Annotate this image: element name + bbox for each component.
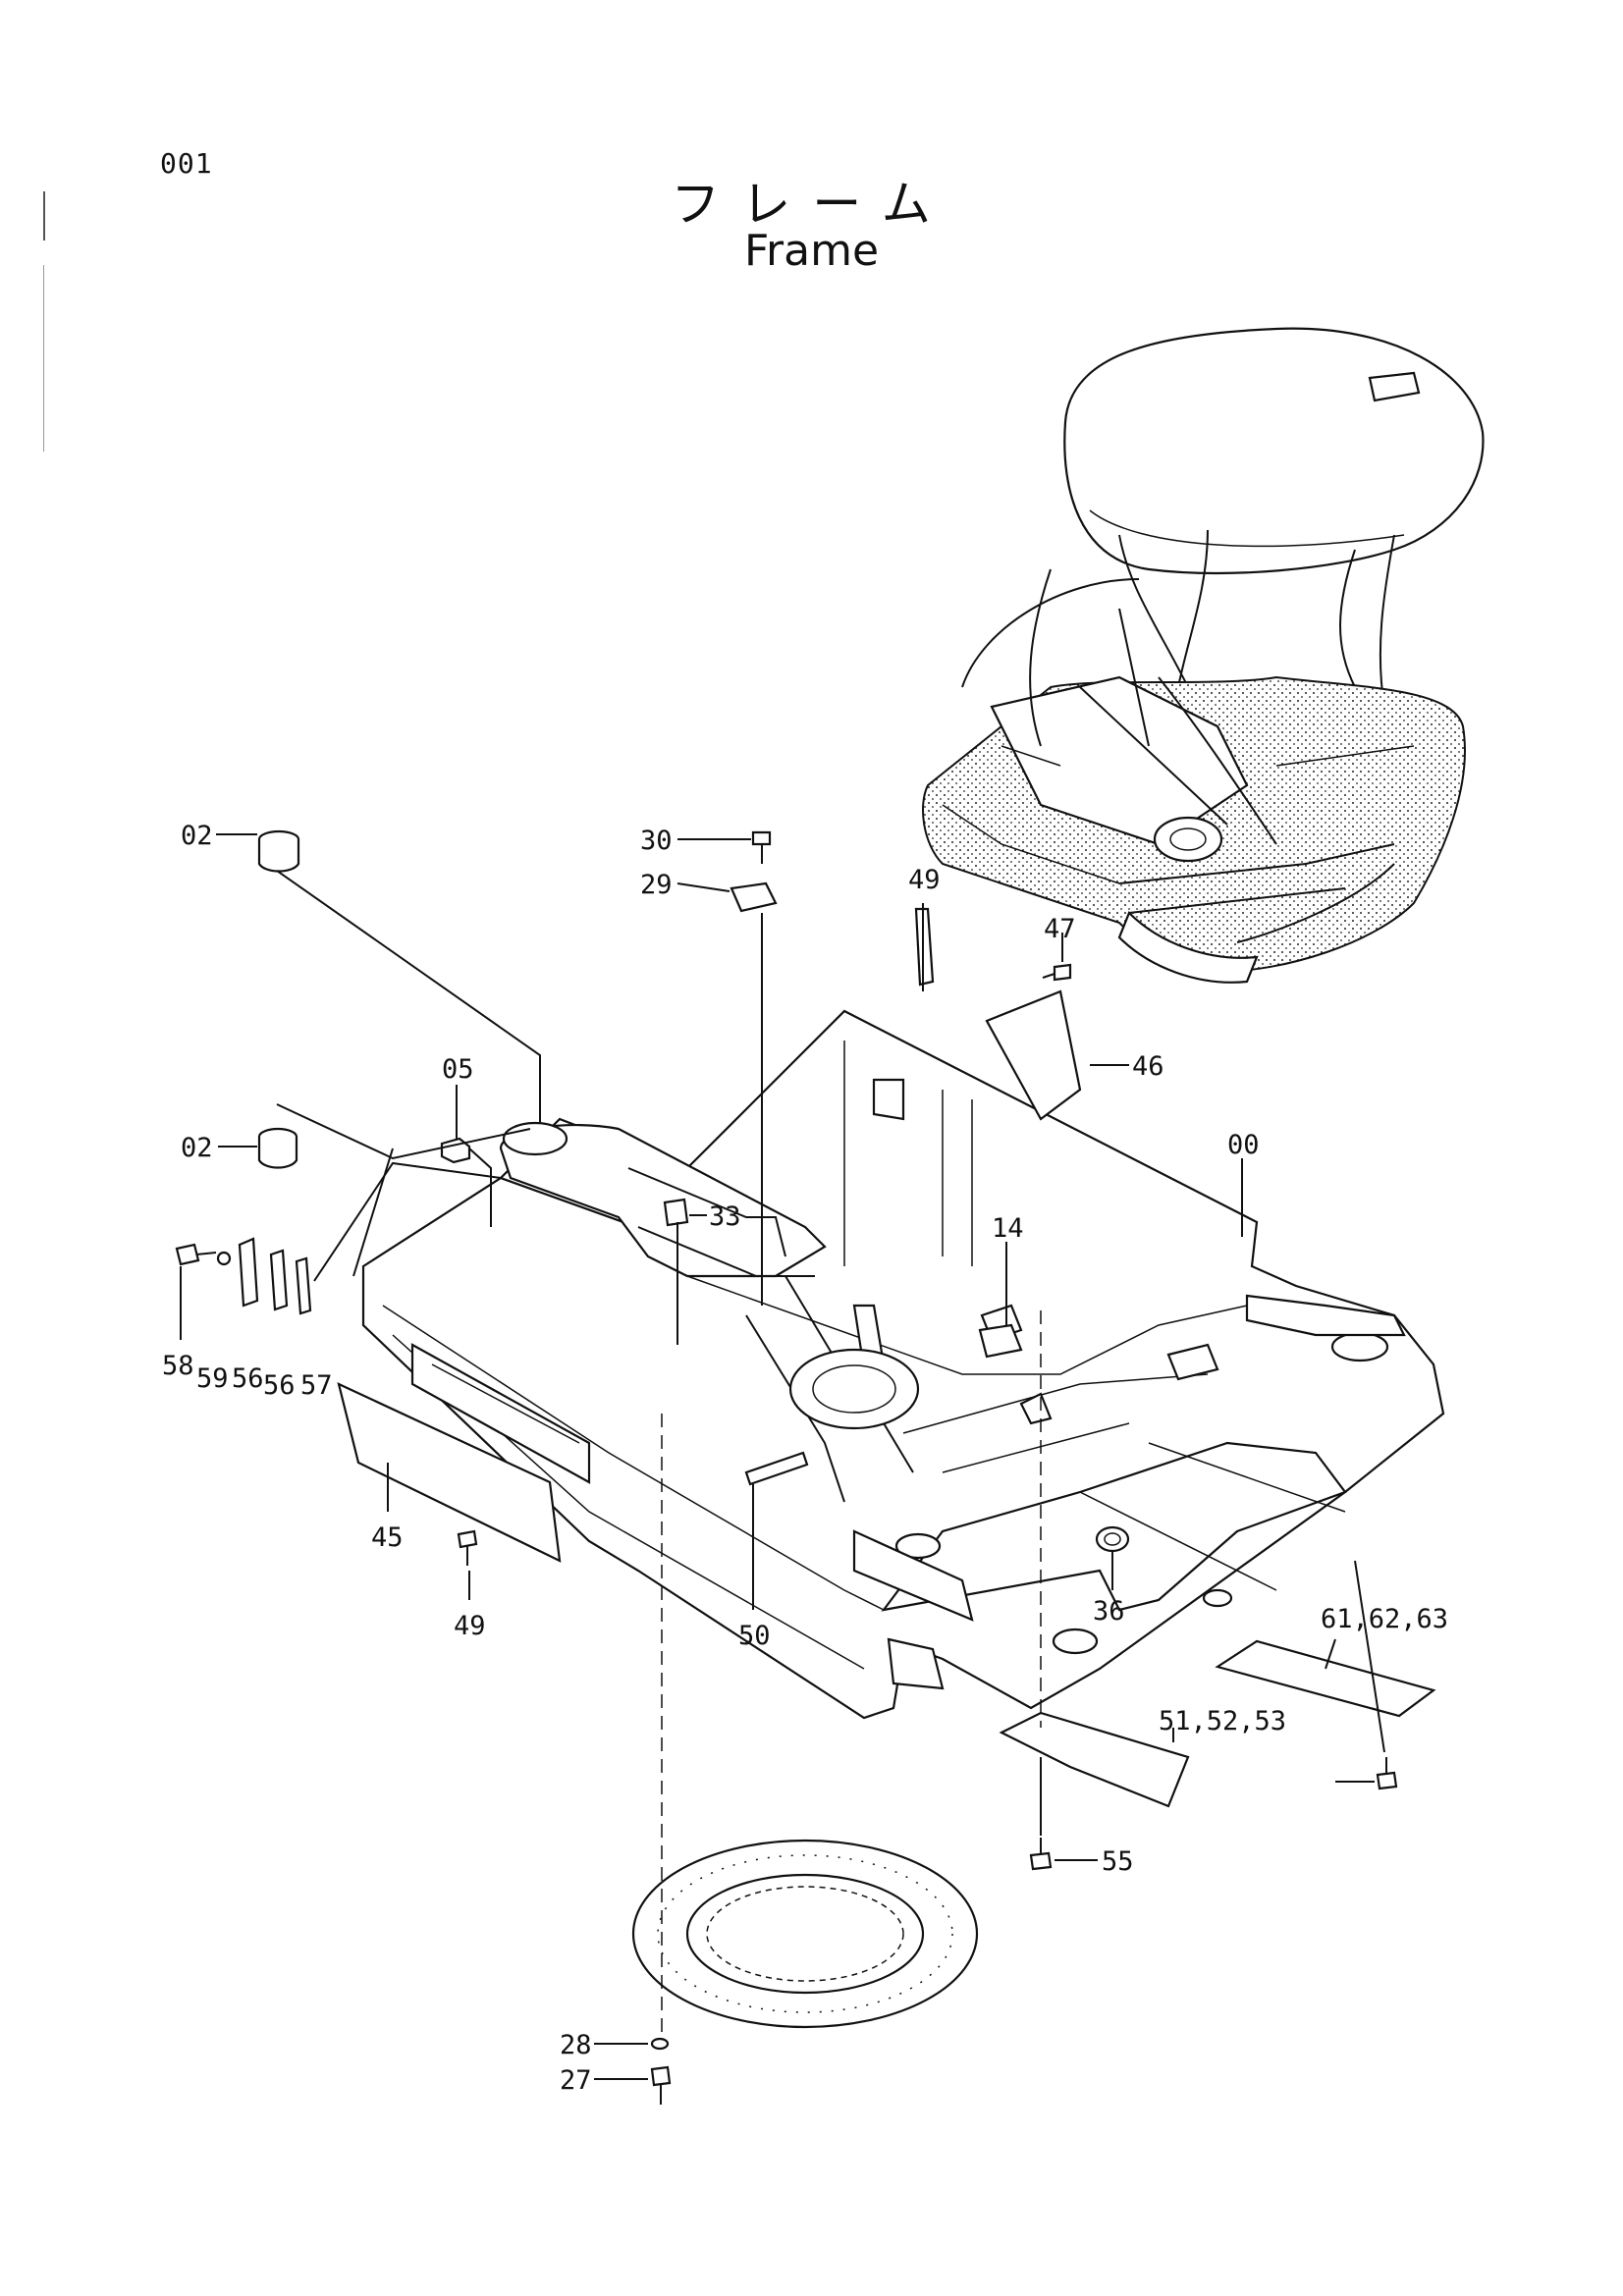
part-51-bolt (1029, 1838, 1053, 1871)
part-46-plate (985, 989, 1082, 1121)
part-50-plate (999, 1711, 1190, 1808)
part-02-bushing-upper (257, 829, 300, 873)
main-frame (361, 1009, 1445, 1720)
part-47-bolt-lower (457, 1529, 478, 1566)
part-49-strip-lower (744, 1451, 809, 1486)
part-57-bolt (175, 1243, 217, 1266)
page-title-japanese: フレーム (671, 176, 952, 233)
callout-50: 51,52,53 (1159, 1706, 1286, 1736)
callout-56-b: 57 (300, 1370, 333, 1401)
callout-33: 33 (709, 1201, 741, 1232)
part-49-strip-upper (914, 907, 935, 987)
callout-05: 05 (442, 1054, 474, 1085)
callout-58: 59 (196, 1363, 229, 1394)
part-30-bolt (751, 830, 772, 864)
part-28-washer (650, 2037, 670, 2051)
callout-02-lower: 02 (181, 1133, 213, 1163)
callout-55: 56 (232, 1363, 264, 1394)
part-55-shim (238, 1237, 259, 1308)
callout-49-upper: 49 (908, 865, 941, 895)
part-59-plate (1215, 1639, 1436, 1718)
margin-mark (43, 265, 44, 452)
callout-labels: 02 02 05 30 29 49 47 46 00 33 14 36 45 4… (162, 821, 1448, 2096)
callout-47-lower: 49 (454, 1611, 486, 1641)
margin-mark (43, 191, 45, 240)
callout-14: 14 (992, 1213, 1024, 1244)
callout-02-upper: 02 (181, 821, 213, 851)
part-45-cover (337, 1382, 562, 1563)
callout-47-upper: 47 (1044, 914, 1076, 944)
part-29-bracket (730, 881, 778, 913)
part-61-bolt (1376, 1757, 1398, 1790)
part-05-grease-fitting (440, 1137, 471, 1164)
callout-27: 27 (560, 2065, 592, 2096)
callout-29: 29 (640, 870, 673, 900)
part-14-block (978, 1323, 1023, 1359)
part-47-bolt-upper (1042, 963, 1072, 982)
callout-45: 45 (371, 1522, 404, 1553)
callout-59: 61,62,63 (1321, 1604, 1448, 1634)
callout-30: 30 (640, 826, 673, 856)
part-58-washer (216, 1251, 232, 1266)
part-02-bushing-lower (257, 1127, 298, 1169)
callout-56-a: 56 (263, 1370, 296, 1401)
callout-46: 46 (1132, 1051, 1164, 1082)
leader-lines (180, 833, 1385, 2080)
part-swing-bearing (631, 1839, 979, 2029)
part-56-shim-a (269, 1249, 289, 1311)
callout-00: 00 (1227, 1130, 1260, 1160)
assembled-machine-inset (922, 327, 1485, 984)
callout-51-52-53: 55 (1102, 1846, 1134, 1877)
part-56-shim-b (295, 1256, 312, 1315)
part-36-bushing (1095, 1525, 1130, 1553)
callout-36: 36 (1093, 1596, 1125, 1627)
page-number: 001 (160, 147, 213, 180)
part-27-bolt (650, 2065, 672, 2105)
page-title-english: Frame (743, 226, 880, 276)
part-33-grease-fitting (663, 1198, 689, 1227)
callout-28: 28 (560, 2030, 592, 2060)
callout-57: 58 (162, 1351, 194, 1381)
callout-49-lower: 50 (738, 1621, 771, 1651)
